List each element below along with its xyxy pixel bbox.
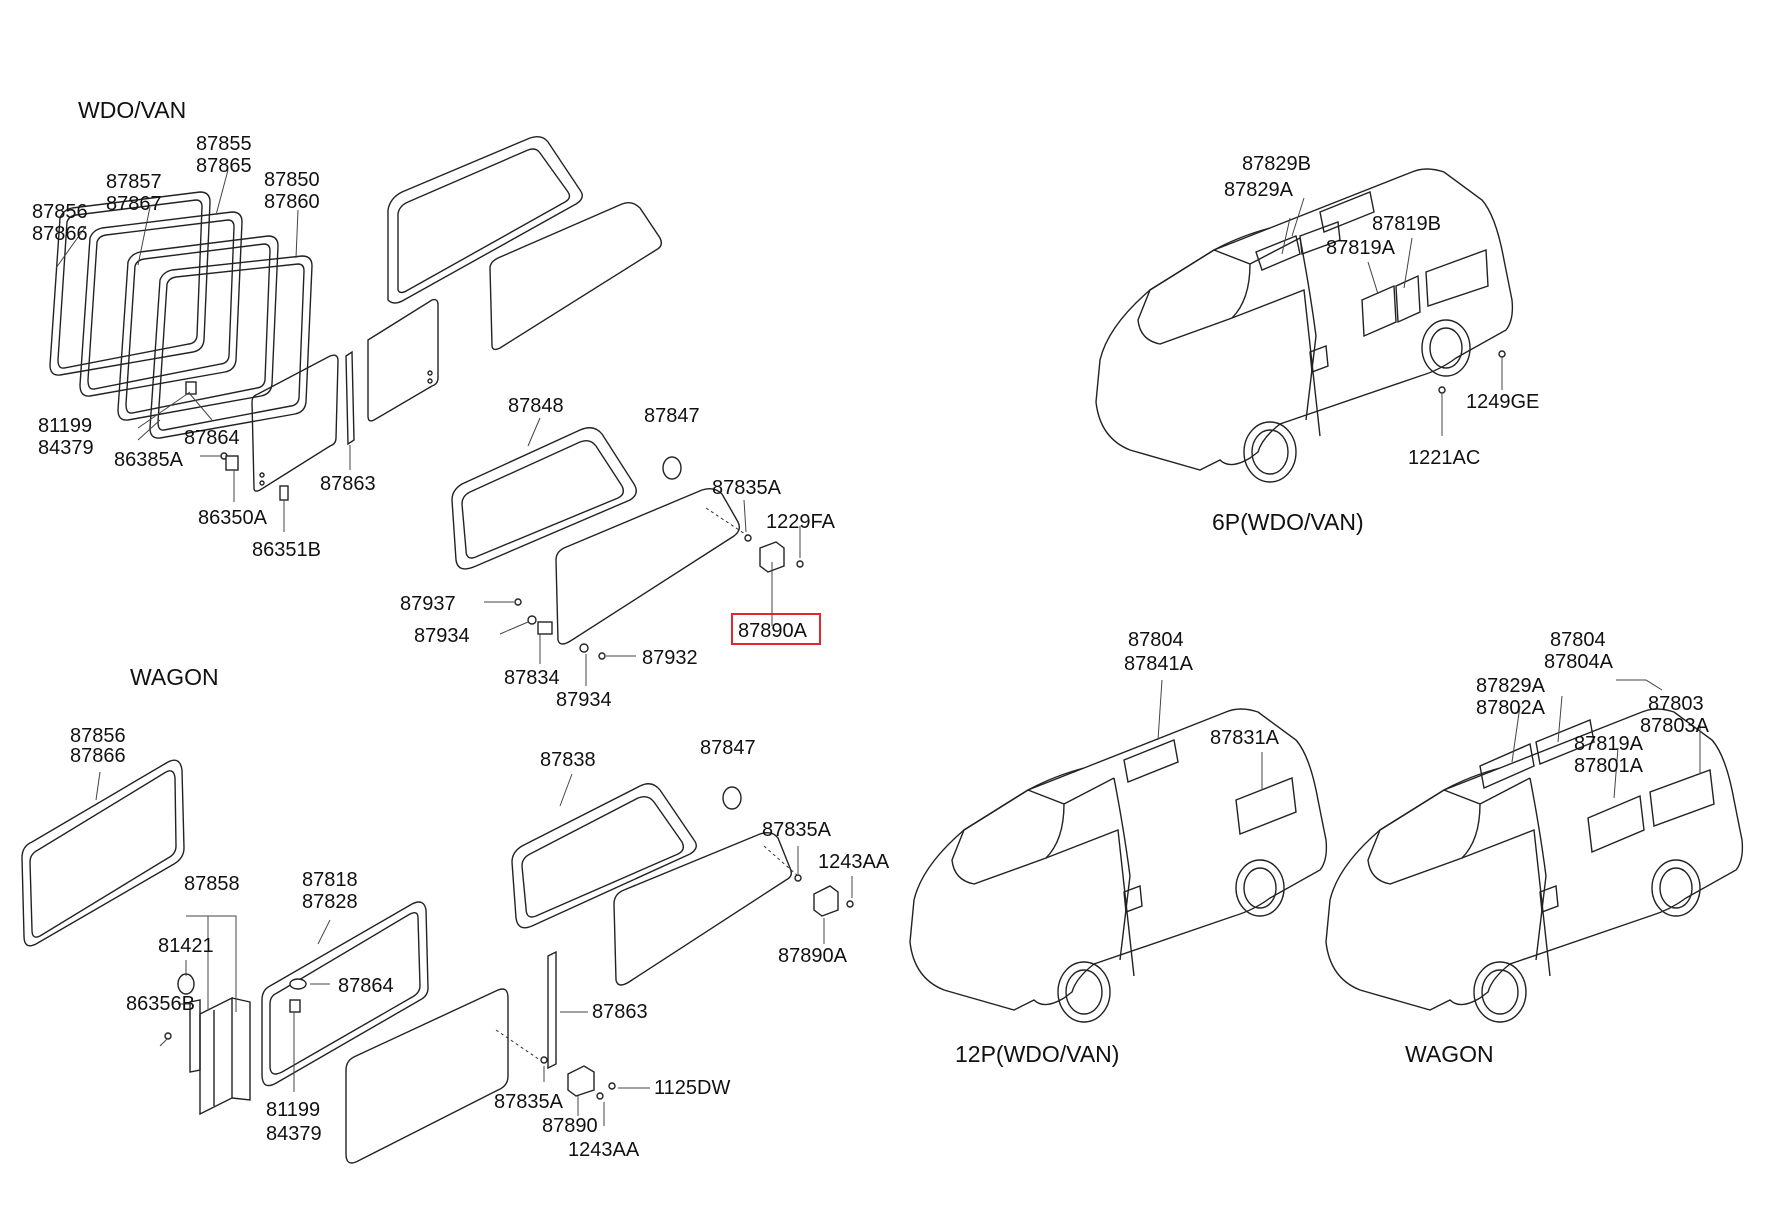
part-label: 87841A — [1124, 653, 1194, 675]
group-wdo-van-sliding-window — [49, 135, 663, 501]
vehicle-12p-wdo-van — [909, 708, 1328, 1023]
vehicle-12p-leader-lines — [1157, 679, 1263, 790]
part-label: 87932 — [642, 647, 698, 669]
header-12p-wdo-van: 12P(WDO/VAN) — [955, 1041, 1119, 1067]
part-label: 87863 — [592, 1001, 648, 1023]
vehicle-wagon-leader-lines — [1511, 679, 1701, 799]
group-wagon-quarter-window — [511, 783, 854, 1100]
part-label: 81421 — [158, 935, 214, 957]
part-label: 87804 — [1128, 629, 1184, 651]
part-label: 87890A — [778, 945, 848, 967]
part-label: 1125DW — [654, 1077, 730, 1099]
part-label: 87867 — [106, 193, 162, 215]
header-6p-wdo-van: 6P(WDO/VAN) — [1212, 509, 1364, 535]
part-label: 87831A — [1210, 727, 1280, 749]
part-label: 87829A — [1476, 675, 1546, 697]
part-label: 1243AA — [818, 851, 890, 873]
group-a-labels: 87855 87865 87857 87867 87850 87860 8785… — [32, 133, 376, 561]
part-label: 87847 — [644, 405, 700, 427]
vehicle-6p-leader-lines — [1281, 197, 1503, 436]
part-label: 87857 — [106, 171, 162, 193]
part-label: 87828 — [302, 891, 358, 913]
part-label: 86356B — [126, 993, 195, 1015]
part-label: 1249GE — [1466, 391, 1539, 413]
part-label: 87819A — [1326, 237, 1396, 259]
header-wagon: WAGON — [130, 664, 219, 690]
part-label: 87937 — [400, 593, 456, 615]
part-label: 87848 — [508, 395, 564, 417]
header-wdo-van: WDO/VAN — [78, 97, 186, 123]
part-label: 87865 — [196, 155, 252, 177]
header-wagon-view: WAGON — [1405, 1041, 1494, 1067]
part-label: 1229FA — [766, 511, 836, 533]
part-label: 87838 — [540, 749, 596, 771]
part-label: 86350A — [198, 507, 268, 529]
part-label: 87856 — [32, 201, 88, 223]
group-b-labels: 87848 87847 87835A 1229FA 87890A 87937 8… — [400, 395, 836, 711]
part-label: 87866 — [32, 223, 88, 245]
group-c-labels: 87856 87866 87858 81421 86356B 87818 878… — [70, 725, 394, 1145]
group-d-labels: 87838 87847 87835A 1243AA 87890A 87863 8… — [494, 737, 890, 1161]
part-label: 87835A — [494, 1091, 564, 1113]
vehicle-wagon-labels: 87804 87804A 87829A 87802A 87803 87803A … — [1476, 629, 1710, 777]
part-label: 87819A — [1574, 733, 1644, 755]
part-label: 86385A — [114, 449, 184, 471]
part-label: 87890 — [542, 1115, 598, 1137]
part-label: 1221AC — [1408, 447, 1480, 469]
part-label: 87829A — [1224, 179, 1294, 201]
part-label: 87803 — [1648, 693, 1704, 715]
part-label: 87804 — [1550, 629, 1606, 651]
group-wagon-sliding-window — [21, 759, 541, 1164]
part-label: 87835A — [762, 819, 832, 841]
part-label: 87860 — [264, 191, 320, 213]
part-label: 87864 — [338, 975, 394, 997]
part-label: 87803A — [1640, 715, 1710, 737]
vehicle-12p-labels: 87804 87841A 87831A — [1124, 629, 1280, 749]
part-label: 81199 — [266, 1099, 320, 1121]
part-label: 87858 — [184, 873, 240, 895]
group-d-leader-lines — [543, 773, 853, 1126]
vehicle-6p-wdo-van — [1095, 168, 1514, 483]
part-label: 87801A — [1574, 755, 1644, 777]
part-label: 87856 — [70, 725, 126, 747]
part-label: 87835A — [712, 477, 782, 499]
part-label: 87864 — [184, 427, 240, 449]
part-label: 87834 — [504, 667, 560, 689]
group-a-leader-lines — [55, 169, 351, 532]
group-c-leader-lines — [95, 771, 331, 1092]
part-label: 87847 — [700, 737, 756, 759]
part-label-highlighted: 87890A — [738, 620, 808, 642]
group-wdo-van-quarter-window — [451, 427, 804, 660]
part-label: 87804A — [1544, 651, 1614, 673]
part-label: 84379 — [38, 437, 94, 459]
highlight-box — [731, 613, 821, 645]
vehicle-wagon — [1325, 708, 1744, 1023]
part-label: 87934 — [414, 625, 470, 647]
part-label: 87855 — [196, 133, 252, 155]
part-label: 87818 — [302, 869, 358, 891]
part-label: 87819B — [1372, 213, 1441, 235]
part-label: 1243AA — [568, 1139, 640, 1161]
part-label: 87850 — [264, 169, 320, 191]
part-label: 87829B — [1242, 153, 1311, 175]
part-label: 81199 — [38, 415, 92, 437]
part-label: 87934 — [556, 689, 612, 711]
group-b-leader-lines — [484, 417, 801, 686]
part-label: 87866 — [70, 745, 126, 767]
part-label: 87802A — [1476, 697, 1546, 719]
part-label: 84379 — [266, 1123, 322, 1145]
part-label: 86351B — [252, 539, 321, 561]
vehicle-6p-labels: 87829B 87829A 87819B 87819A 1249GE 1221A… — [1224, 153, 1539, 469]
part-label: 87863 — [320, 473, 376, 495]
